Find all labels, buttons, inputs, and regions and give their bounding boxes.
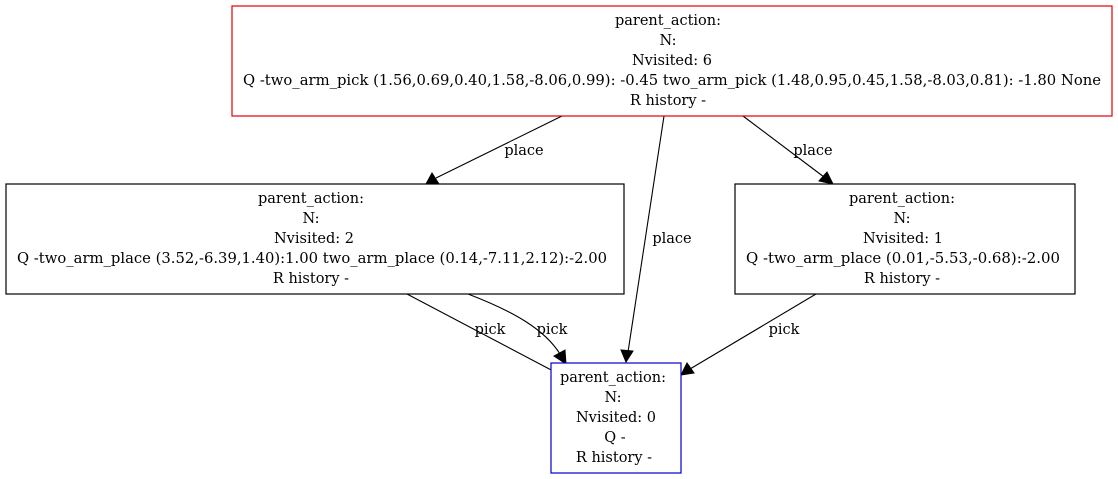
node-leaf-n: N: (604, 390, 621, 406)
node-root-box (231, 5, 1113, 117)
edge-label-left-to-leaf-b: pick (537, 322, 568, 338)
node-right-nvisited: Nvisited: 1 (863, 231, 943, 247)
node-leaf-box (550, 362, 682, 474)
node-right-r-history: R history - (864, 271, 940, 287)
edge-label-left-to-leaf-a: pick (475, 322, 506, 338)
node-root-r-history: R history - (630, 93, 706, 109)
edge-label-root-to-left: place (504, 143, 543, 159)
node-root: parent_action: N: Nvisited: 6 Q -two_arm… (231, 5, 1113, 117)
node-left-r-history: R history - (273, 271, 349, 287)
node-right-n: N: (893, 211, 910, 227)
edge-label-right-to-leaf: pick (769, 322, 800, 338)
edge-right-to-leaf (689, 293, 817, 370)
node-right: parent_action: N: Nvisited: 1 Q -two_arm… (734, 183, 1076, 295)
node-leaf: parent_action: N: Nvisited: 0 Q - R hist… (550, 362, 682, 474)
edge-labels: place place place pick pick pick (475, 143, 833, 338)
arrow-root-to-leaf (620, 349, 634, 364)
node-left-nvisited: Nvisited: 2 (274, 231, 354, 247)
edge-left-to-leaf-a (406, 293, 556, 373)
node-leaf-nvisited: Nvisited: 0 (576, 410, 656, 426)
arrow-root-to-right (818, 171, 834, 185)
node-root-parent-action: parent_action: (615, 13, 721, 29)
node-left-q: Q -two_arm_place (3.52,-6.39,1.40):1.00 … (17, 251, 607, 267)
node-left-n: N: (302, 211, 319, 227)
node-root-n: N: (659, 33, 676, 49)
node-leaf-r-history: R history - (576, 450, 652, 466)
node-right-q: Q -two_arm_place (0.01,-5.53,-0.68):-2.0… (746, 251, 1060, 267)
edge-label-root-to-right: place (793, 143, 832, 159)
node-left: parent_action: N: Nvisited: 2 Q -two_arm… (5, 183, 625, 295)
node-right-parent-action: parent_action: (849, 191, 955, 207)
arrow-right-to-leaf (680, 362, 695, 376)
node-right-box (734, 183, 1076, 295)
edge-root-to-leaf (627, 115, 665, 353)
arrow-left-to-leaf-b (553, 349, 567, 365)
arrow-root-to-left (425, 172, 440, 185)
node-root-nvisited: Nvisited: 6 (632, 53, 712, 69)
edge-root-to-right (742, 115, 825, 178)
edge-root-to-left (435, 115, 563, 179)
edge-left-to-leaf-b (467, 293, 561, 355)
node-leaf-parent-action: parent_action: (560, 370, 666, 386)
node-left-parent-action: parent_action: (258, 191, 364, 207)
node-leaf-q: Q - (604, 430, 625, 446)
edge-label-root-to-leaf: place (652, 231, 691, 247)
node-root-q: Q -two_arm_pick (1.56,0.69,0.40,1.58,-8.… (243, 73, 1101, 89)
node-left-box (5, 183, 625, 295)
